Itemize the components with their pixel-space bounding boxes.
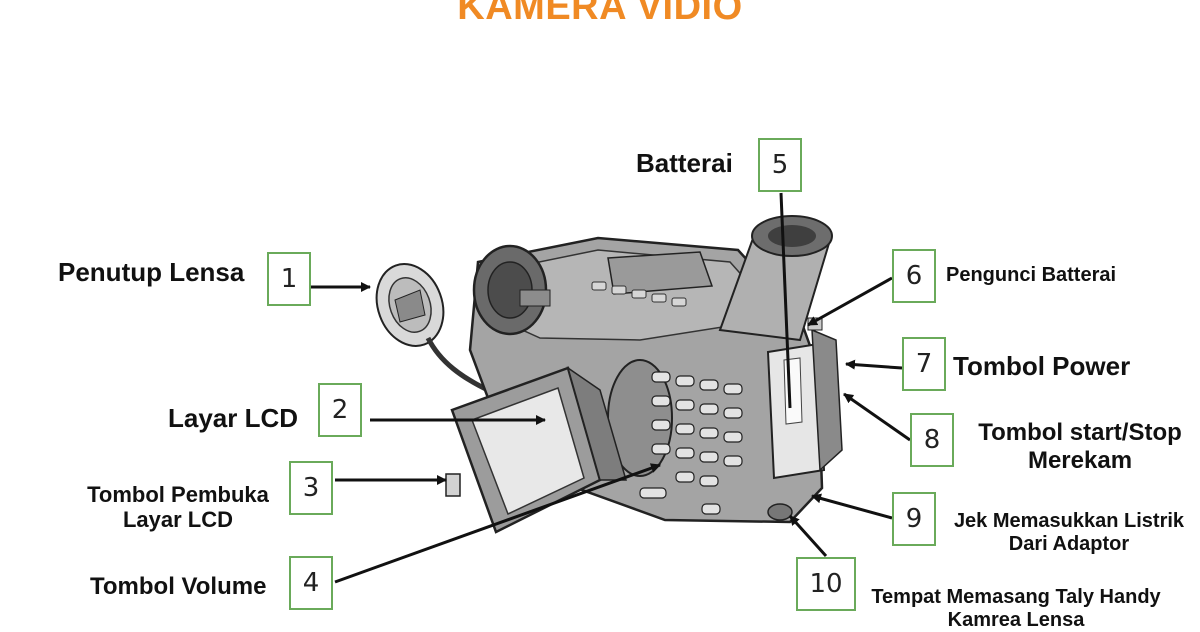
callout-number-10: 10 [796, 557, 856, 611]
callout-number-1: 1 [267, 252, 311, 306]
callout-number-5: 5 [758, 138, 802, 192]
label-jek-listrik: Jek Memasukkan Listrik Dari Adaptor [940, 510, 1198, 556]
label-tempat-taly-line2: Kamrea Lensa [947, 609, 1085, 631]
pointer-5 [779, 192, 792, 409]
pointer-8 [843, 392, 911, 442]
callout-number-6: 6 [892, 249, 936, 303]
pointer-7 [845, 359, 903, 370]
callout-number-2: 2 [318, 383, 362, 437]
label-tempat-taly: Tempat Memasang Taly Handy Kamrea Lensa [864, 586, 1168, 632]
label-tempat-taly-line1: Tempat Memasang Taly Handy [871, 586, 1161, 608]
pointer-9 [811, 493, 893, 520]
callout-number-3: 3 [289, 461, 333, 515]
label-tombol-start-stop-line2: Merekam [1027, 446, 1133, 474]
callout-number-8: 8 [910, 413, 954, 467]
label-jek-listrik-line1: Jek Memasukkan Listrik [953, 510, 1185, 532]
label-pengunci-batterai: Pengunci Batterai [946, 264, 1117, 286]
label-tombol-pembuka: Tombol Pembuka Layar LCD [72, 482, 284, 533]
label-batterai: Batterai [636, 148, 733, 178]
label-tombol-power: Tombol Power [953, 351, 1131, 381]
label-tombol-start-stop: Tombol start/Stop Merekam [962, 419, 1198, 474]
label-penutup-lensa: Penutup Lensa [58, 257, 245, 287]
pointer-lines [304, 192, 911, 584]
diagram-title: KAMERA VIDIO [457, 0, 743, 28]
pointer-4 [334, 463, 661, 584]
label-tombol-pembuka-line2: Layar LCD [122, 507, 234, 533]
callout-number-7: 7 [902, 337, 946, 391]
label-tombol-pembuka-line1: Tombol Pembuka [87, 482, 269, 507]
callout-number-4: 4 [289, 556, 333, 610]
pointer-10 [788, 514, 828, 558]
lcd-screen-drawing [445, 366, 627, 534]
label-tombol-start-stop-line1: Tombol start/Stop [978, 419, 1182, 446]
label-tombol-volume: Tombol Volume [90, 573, 267, 600]
label-layar-lcd: Layar LCD [168, 403, 299, 433]
label-jek-listrik-line2: Dari Adaptor [1008, 533, 1130, 555]
pointer-6 [807, 276, 893, 327]
callout-number-9: 9 [892, 492, 936, 546]
